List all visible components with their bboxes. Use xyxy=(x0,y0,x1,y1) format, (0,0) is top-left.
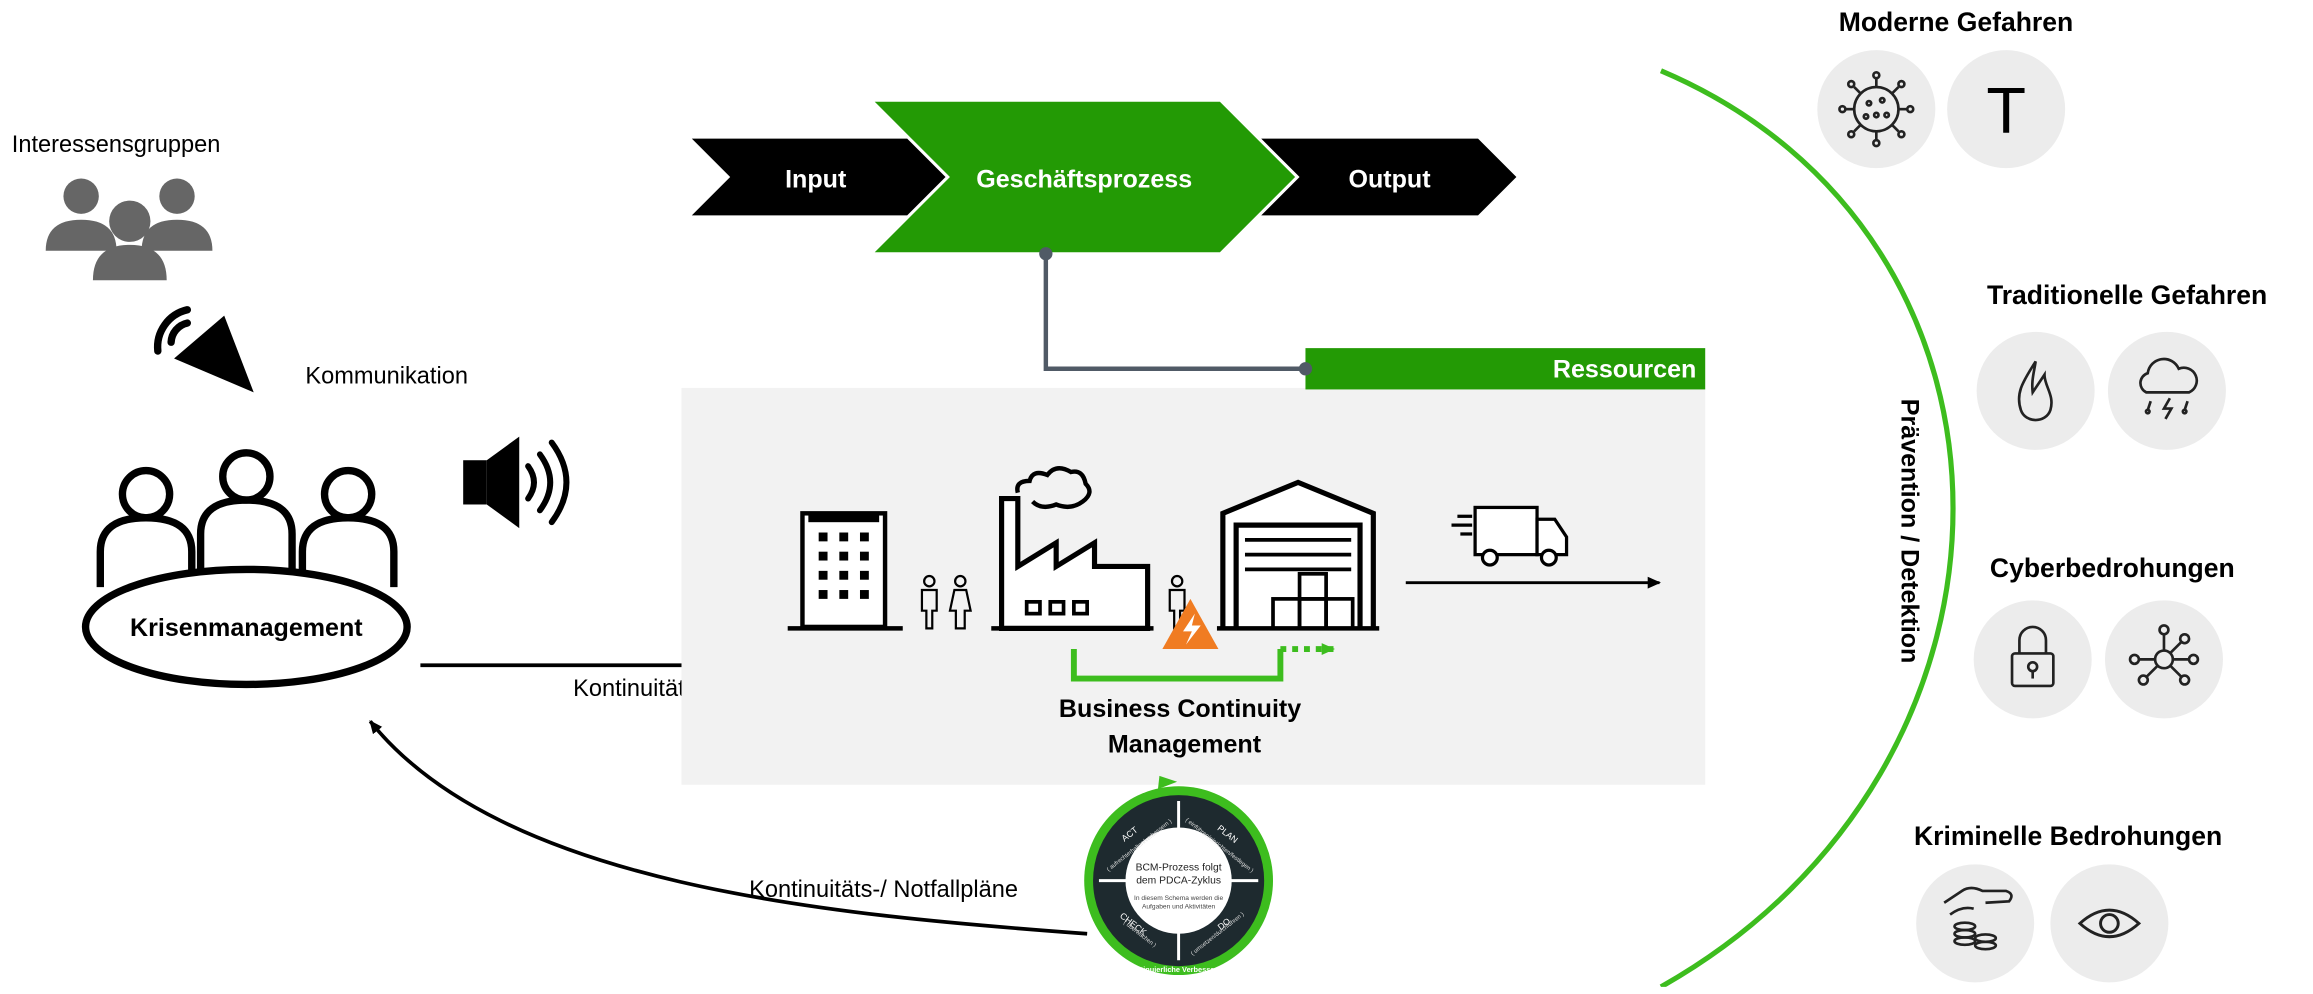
crisis-label: Krisenmanagement xyxy=(130,614,363,642)
eye-icon xyxy=(2077,908,2142,938)
virus-icon-bg xyxy=(1817,50,1936,169)
network-icon-bg xyxy=(2104,600,2223,719)
storm-icon xyxy=(2139,357,2199,420)
stakeholders-icon xyxy=(45,178,213,281)
fire-icon xyxy=(2017,360,2053,422)
business-process-chevron xyxy=(874,101,1296,253)
warehouse-icon xyxy=(1216,479,1380,631)
input-chevron xyxy=(691,138,946,216)
factory-icon xyxy=(991,466,1154,631)
connector-dot xyxy=(1039,247,1053,261)
coins-hand-icon xyxy=(1943,886,2013,951)
eye-icon-bg xyxy=(2050,864,2169,983)
connector-dot xyxy=(1298,362,1313,376)
storm-icon-bg xyxy=(2107,331,2226,450)
threats-cyber-label: Cyberbedrohungen xyxy=(1990,553,2235,583)
fire-icon-bg xyxy=(1976,331,2095,450)
network-icon xyxy=(2128,624,2200,686)
megaphone-icon xyxy=(153,306,254,393)
process-resource-connector xyxy=(1043,253,1306,371)
people-icon xyxy=(920,574,972,630)
warning-icon xyxy=(1162,598,1219,650)
output-chevron xyxy=(1261,138,1517,216)
communication-label: Kommunikation xyxy=(305,364,468,390)
speaker-icon xyxy=(463,436,570,529)
pdca-center-small1: In diesem Schema werden die xyxy=(1134,895,1223,902)
pdca-center-small2: Aufgaben und Aktivitäten xyxy=(1142,904,1216,911)
output-label: Output xyxy=(1348,165,1431,193)
lock-icon xyxy=(2010,625,2055,688)
plans-label: Kontinuitäts-/ Notfallpläne xyxy=(749,877,1018,903)
threats-criminal-label: Kriminelle Bedrohungen xyxy=(1914,821,2222,851)
t-icon-bg xyxy=(1947,50,2066,169)
crisis-table xyxy=(81,565,411,689)
delivery-truck-icon xyxy=(1451,505,1569,567)
pdca-cycle: ACT ( aufrechterhalten/verbessern ) PLAN… xyxy=(1084,775,1274,976)
pdca-ring-label: Kontinuierliche Verbesserung xyxy=(1126,965,1230,974)
coins-hand-icon-bg xyxy=(1916,864,2035,983)
virus-icon xyxy=(1838,70,1915,148)
pdca-center-line1: BCM-Prozess folgt xyxy=(1136,862,1222,873)
crisis-team-icon xyxy=(96,449,398,588)
stakeholders-label: Interessensgruppen xyxy=(12,132,221,158)
pdca-center-line2: dem PDCA-Zyklus xyxy=(1136,876,1221,887)
resources-label: Ressourcen xyxy=(1553,356,1696,384)
t-icon: T xyxy=(1986,74,2026,147)
threats-modern-label: Moderne Gefahren xyxy=(1839,7,2074,37)
bcm-bracket xyxy=(1070,649,1284,682)
threats-traditional-label: Traditionelle Gefahren xyxy=(1987,280,2267,310)
bcm-label-line2: Management xyxy=(1108,730,1262,758)
plans-arrow xyxy=(368,720,1088,936)
office-building-icon xyxy=(787,511,903,631)
lock-icon-bg xyxy=(1973,600,2092,719)
bcm-label-line1: Business Continuity xyxy=(1059,695,1301,723)
input-label: Input xyxy=(785,165,847,193)
resources-header xyxy=(1305,348,1706,390)
prevention-label: Prävention / Detektion xyxy=(1895,399,1923,664)
prevention-arc xyxy=(1659,68,1956,990)
business-process-label: Geschäftsprozess xyxy=(976,165,1192,193)
